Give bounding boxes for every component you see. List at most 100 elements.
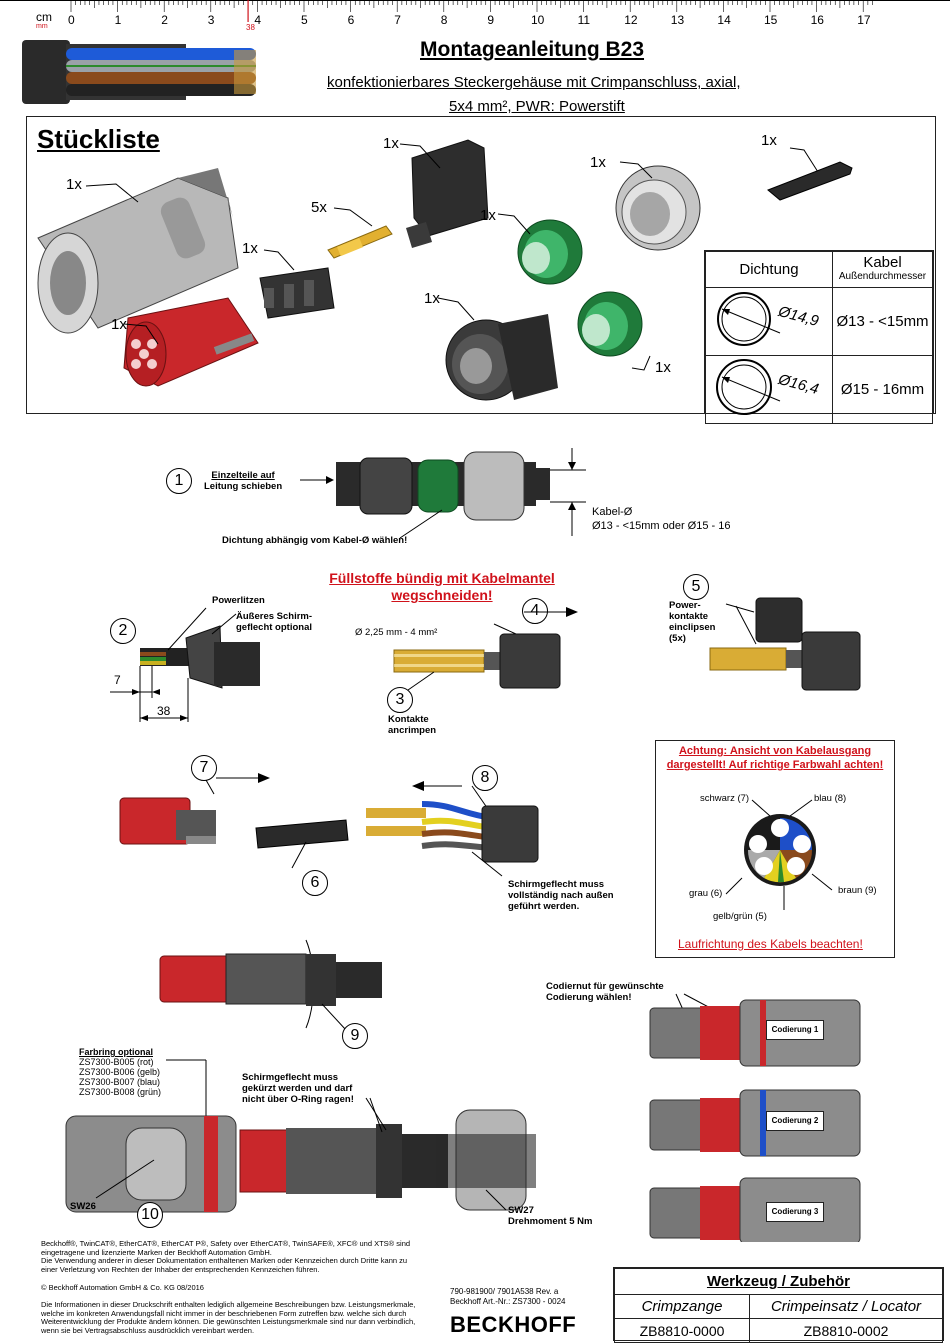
step-2-number: 2 (110, 618, 136, 644)
farbring-item: ZS7300-B005 (rot) (79, 1057, 154, 1067)
step-2-powerlitzen: Powerlitzen (212, 595, 265, 606)
shield-cut-note: Schirmgeflecht muss gekürzt werden und d… (242, 1072, 354, 1105)
step-8-note: Schirmgeflecht muss vollständig nach auß… (508, 879, 614, 912)
qty-shell: 1x (383, 135, 399, 152)
step-1-seal-note: Dichtung abhängig vom Kabel-Ø wählen! (222, 535, 408, 546)
tool-table: Werkzeug / Zubehör Crimpzange Crimpeinsa… (613, 1267, 944, 1343)
contact-pin-part (327, 225, 393, 259)
seal-table-row: Ø16,4 Ø15 - 16mm (705, 355, 933, 424)
fill-warning: Füllstoffe bündig mit Kabelmantel wegsch… (322, 570, 562, 604)
seal-ring-icon (717, 292, 781, 346)
step-2-dim-7: 7 (114, 673, 121, 687)
page-subtitle-line2: 5x4 mm², PWR: Powerstift (449, 98, 625, 115)
coding-drawings (649, 993, 861, 1242)
wiring-warning-line2: dargestellt! Auf richtige Farbwahl achte… (666, 759, 884, 771)
step-5-label-line2: kontakte (669, 611, 709, 622)
ruler-unit-cm: cm (36, 10, 52, 24)
step-1-drawing (300, 448, 586, 539)
step-9-number: 9 (342, 1023, 368, 1049)
info-line: Weiterentwicklung der Produkte ändern kö… (41, 1317, 416, 1327)
info-line: welche im konkreten Anwendungsfall nicht… (41, 1308, 407, 1318)
step-7-6-drawing (119, 773, 349, 869)
wiring-direction-note: Laufrichtung des Kabels beachten! (678, 937, 863, 951)
wiring-face-diagram (744, 814, 816, 886)
cap-nut-part (615, 165, 701, 251)
seal-green-small (517, 219, 583, 285)
step-5-label-line3: einclipsen (669, 622, 716, 633)
coding-note-line2: Codierung wählen! (546, 992, 632, 1003)
sw26-label: SW26 (70, 1201, 96, 1212)
fill-warning-line1: Füllstoffe bündig mit Kabelmantel (329, 570, 555, 586)
sw27-line: SW27 (508, 1205, 534, 1216)
ruler-number: 13 (670, 13, 685, 27)
ruler-number: 12 (624, 13, 638, 27)
shield-cut-line3: nicht über O-Ring ragen! (242, 1094, 354, 1105)
cable-range: Ø13 - <15mm (832, 287, 933, 356)
ruler-number: 2 (161, 13, 168, 27)
wire-range-label: Ø 2,25 mm - 4 mm² (355, 627, 438, 638)
farbring-item: ZS7300-B007 (blau) (79, 1077, 161, 1087)
wiring-warning: Achtung: Ansicht von Kabelausgang darges… (657, 744, 893, 772)
step-8-number: 8 (472, 765, 498, 791)
ruler-number: 3 (207, 13, 215, 27)
seal-ring-icon (716, 359, 781, 415)
ruler-number: 16 (810, 13, 824, 27)
pressure-nut-part (445, 314, 558, 401)
step-2-drawing (110, 607, 260, 722)
farbring-item: ZS7300-B006 (gelb) (79, 1067, 161, 1077)
coding-3-connector (649, 1177, 861, 1242)
page-subtitle-line1: konfektionierbares Steckergehäuse mit Cr… (327, 74, 741, 91)
step-1-number: 1 (166, 468, 192, 494)
coding-note: Codiernut für gewünschte Codierung wähle… (546, 981, 664, 1003)
step-10-drawing (65, 1059, 536, 1213)
coding-2-connector (649, 1089, 861, 1157)
fill-warning-line2: wegschneiden! (391, 587, 493, 603)
qty-insert: 1x (111, 316, 127, 333)
ruler-number: 11 (577, 13, 591, 27)
ruler-number: 0 (68, 13, 75, 27)
qty-nut: 1x (424, 290, 440, 307)
ruler-number: 8 (440, 13, 448, 27)
step-3-4-drawing (393, 607, 578, 691)
trademark-line: eingetragene und lizenzierte Marken der … (41, 1247, 272, 1257)
step-2-dim-38: 38 (157, 704, 171, 718)
parts-drawings (37, 139, 701, 401)
qty-key-tool: 1x (761, 132, 777, 149)
qty-carrier: 1x (242, 240, 258, 257)
coding-1-connector (649, 999, 861, 1067)
trademark-line: Beckhoff®, TwinCAT®, EtherCAT®, EtherCAT… (41, 1239, 411, 1248)
step-8-note-line2: vollständig nach außen (508, 890, 614, 901)
seal-table-header-kabel-title: Kabel (863, 253, 902, 271)
tool-col-locator: Crimpeinsatz / Locator (749, 1294, 943, 1319)
wire-braun: braun (9) (838, 885, 877, 896)
step-5-label-line4: (5x) (669, 633, 686, 644)
tool-table-title: Werkzeug / Zubehör (614, 1268, 943, 1295)
step-1-cable-label: Kabel-Ø (592, 506, 633, 518)
cable-illustration (22, 40, 256, 104)
seal-table-row: Ø14,9 Ø13 - <15mm (705, 287, 933, 356)
qty-pin: 5x (311, 199, 327, 216)
ruler-unit-mm: mm (36, 23, 48, 30)
trademark-line: einer Verletzung von Rechten der Inhaber… (41, 1264, 320, 1274)
contact-carrier-part (259, 267, 335, 319)
ruler-number: 5 (301, 13, 308, 27)
key-tool-part (767, 147, 853, 201)
step-8-note-line3: geführt werden. (508, 901, 580, 912)
seal-diagram: Ø16,4 (705, 355, 833, 424)
step-3-label: Kontakte ancrimpen (388, 714, 436, 736)
farbring-item: ZS7300-B008 (grün) (79, 1087, 162, 1097)
beckhoff-logo: BECKHOFF (450, 1312, 577, 1337)
ruler-number: 7 (394, 13, 401, 27)
farbring-title: Farbring optional (79, 1047, 153, 1057)
qty-cap-nut: 1x (590, 154, 606, 171)
coding-2-label: Codierung 2 (766, 1111, 824, 1131)
tool-col-crimpzange: Crimpzange (614, 1294, 750, 1319)
info-line: Die Informationen in dieser Druckschrift… (41, 1300, 416, 1309)
seal-table-header-kabel: Kabel Außendurchmesser (832, 251, 933, 288)
ruler-number: 14 (717, 13, 731, 27)
housing-part (37, 168, 239, 334)
ruler-number: 17 (857, 13, 871, 27)
ruler (0, 0, 950, 22)
step-5-number: 5 (683, 574, 709, 600)
wiring-box (655, 740, 895, 958)
